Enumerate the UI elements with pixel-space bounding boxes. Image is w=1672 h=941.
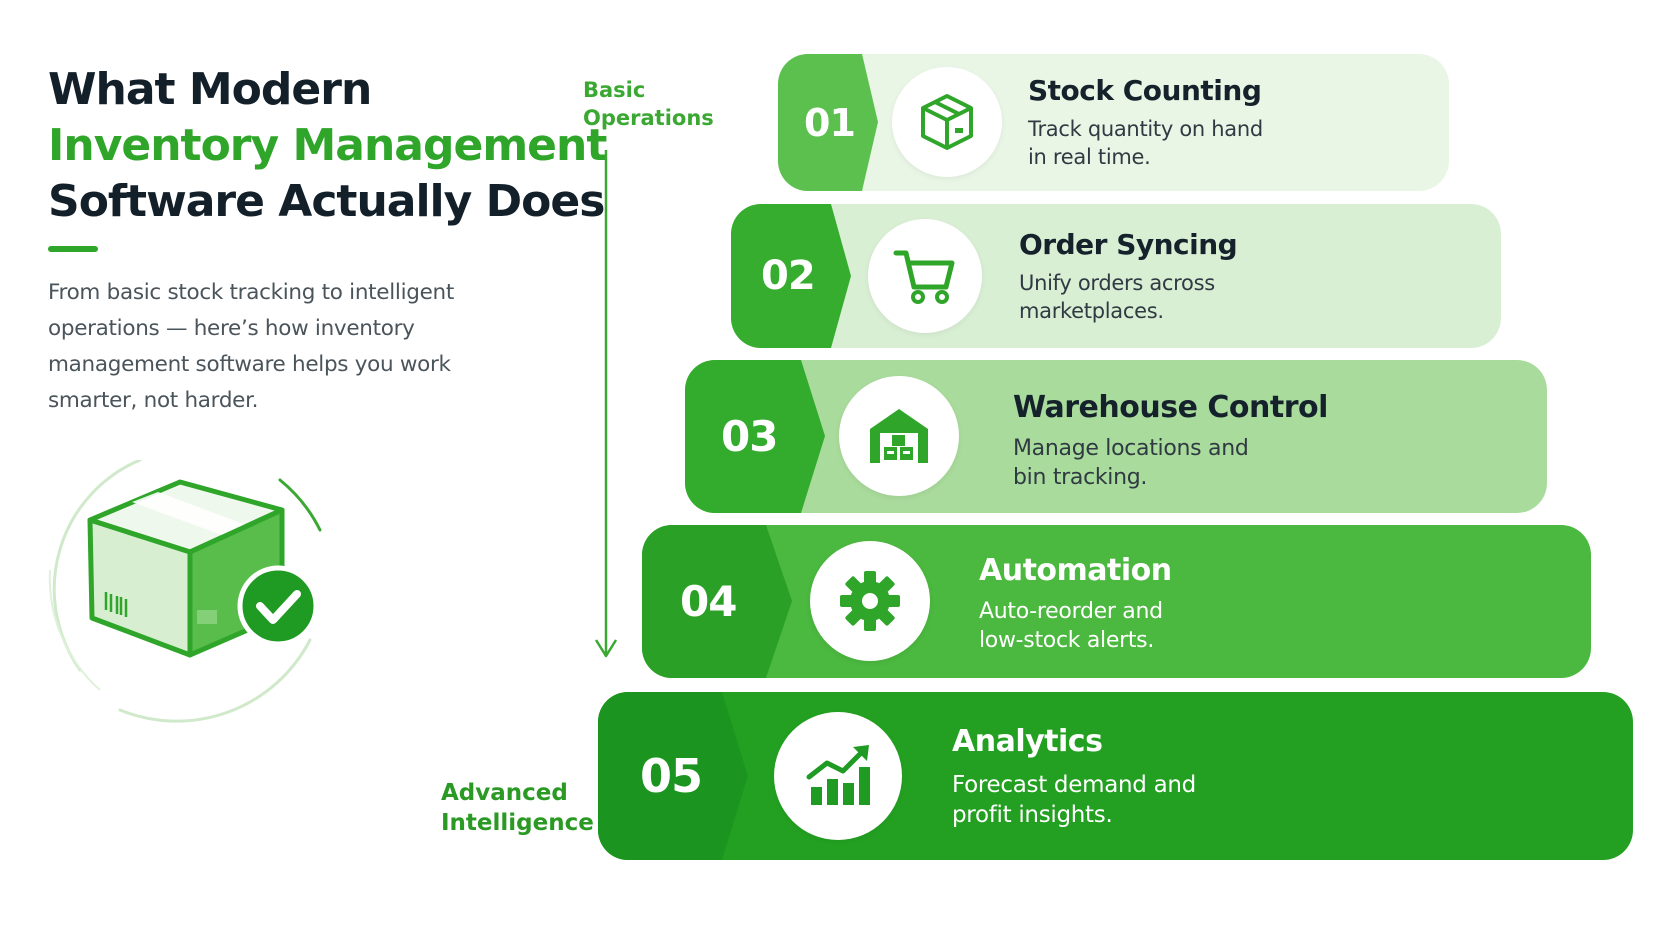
axis-label-basic: Basic Operations — [583, 76, 714, 132]
step-2-title: Order Syncing — [1019, 228, 1238, 261]
step-stock-counting: 01 Stock Counting Track quantity on hand… — [778, 54, 1449, 191]
progression-arrow — [594, 150, 618, 658]
step-analytics: 05 Analytics Forecast demand and profit … — [598, 692, 1633, 860]
cart-icon — [868, 219, 982, 333]
step-5-title: Analytics — [952, 724, 1103, 759]
box-icon — [892, 67, 1002, 177]
step-4-number-tab — [642, 525, 792, 678]
step-1-number-tab — [778, 54, 878, 191]
step-1-title: Stock Counting — [1028, 74, 1262, 107]
step-4-number: 04 — [680, 577, 737, 626]
title-line-2: Inventory Management — [48, 120, 607, 171]
step-5-number-tab — [598, 692, 748, 860]
axis-label-advanced-text: Advanced Intelligence — [441, 780, 594, 836]
step-4-title: Automation — [979, 553, 1172, 588]
title-line-3: Software Actually Does — [48, 176, 605, 227]
check-icon — [256, 590, 301, 624]
page-title: What Modern Inventory Management Softwar… — [48, 62, 607, 230]
step-1-number: 01 — [804, 100, 856, 145]
title-underline — [48, 246, 98, 252]
step-order-syncing: 02 Order Syncing Unify orders across mar… — [731, 204, 1501, 348]
step-3-title: Warehouse Control — [1013, 390, 1328, 425]
chart-icon — [774, 712, 902, 840]
step-warehouse-control: 03 Warehouse Control Manage locations an… — [685, 360, 1547, 513]
step-2-description: Unify orders across marketplaces. — [1019, 271, 1215, 323]
step-3-description: Manage locations and bin tracking. — [1013, 436, 1249, 491]
step-4-description: Auto-reorder and low-stock alerts. — [979, 599, 1163, 654]
box-check-icon — [40, 458, 360, 740]
axis-label-basic-text: Basic Operations — [583, 78, 714, 130]
step-5-number: 05 — [640, 749, 703, 803]
step-3-number: 03 — [721, 412, 778, 461]
intro-text: From basic stock tracking to intelligent… — [48, 280, 454, 413]
warehouse-icon — [839, 376, 959, 496]
gear-icon — [810, 541, 930, 661]
title-line-1: What Modern — [48, 64, 372, 115]
step-2-number-tab — [731, 204, 851, 348]
step-3-number-tab — [685, 360, 825, 513]
step-1-description: Track quantity on hand in real time. — [1028, 117, 1263, 169]
axis-label-advanced: Advanced Intelligence — [441, 778, 594, 838]
step-2-number: 02 — [761, 253, 816, 299]
step-automation: 04 Automation Auto-reorder and low-stock… — [642, 525, 1591, 678]
step-5-description: Forecast demand and profit insights. — [952, 772, 1196, 829]
